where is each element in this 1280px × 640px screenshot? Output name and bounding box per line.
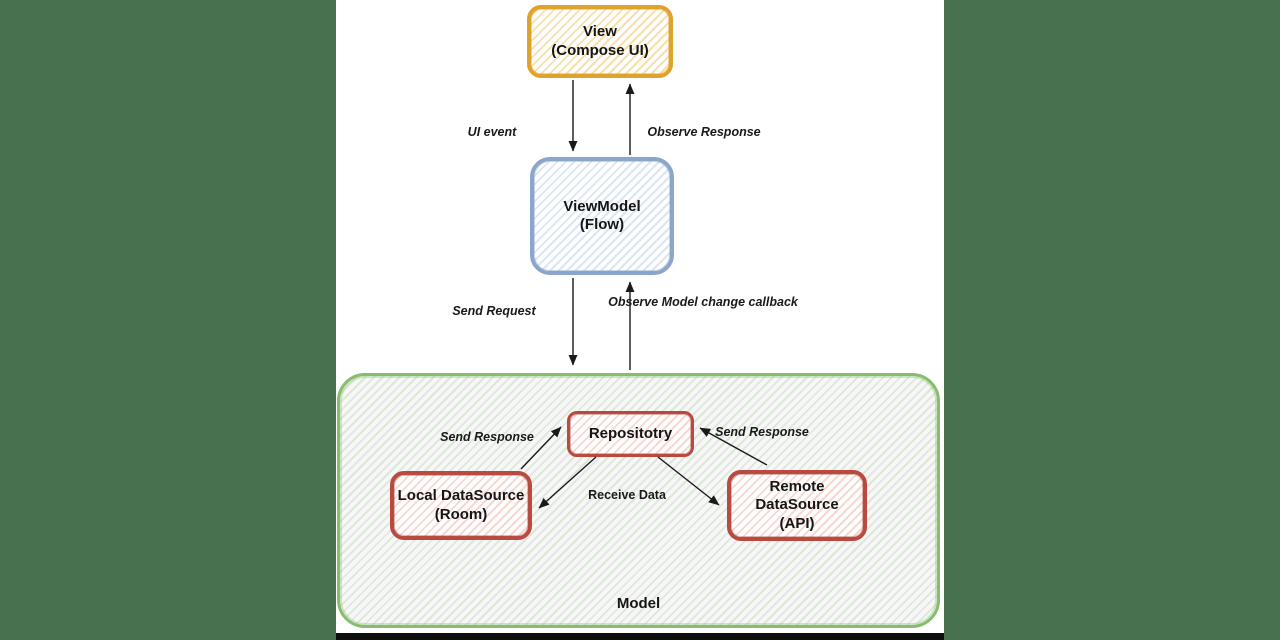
bottom-dark-strip bbox=[336, 633, 944, 640]
local-datasource-label-line1: Local DataSource bbox=[397, 487, 525, 505]
local-datasource-label-line2: (Room) bbox=[434, 505, 488, 523]
view-label-line1: View bbox=[583, 23, 617, 41]
model-label: Model bbox=[616, 595, 661, 612]
right-background-band bbox=[944, 0, 1280, 640]
viewmodel-box: ViewModel (Flow) bbox=[530, 157, 674, 275]
remote-datasource-label-line3: (API) bbox=[779, 514, 815, 532]
ui-event-label: UI event bbox=[467, 125, 517, 139]
view-box: View (Compose UI) bbox=[527, 5, 673, 78]
repository-box: Repositotry bbox=[567, 411, 694, 457]
left-background-band bbox=[0, 0, 336, 640]
remote-datasource-label-line1: Remote bbox=[769, 478, 825, 496]
observe-response-label: Observe Response bbox=[647, 125, 761, 139]
remote-datasource-label-line2: DataSource bbox=[755, 496, 839, 514]
repository-label: Repositotry bbox=[588, 424, 673, 442]
viewmodel-label-line2: (Flow) bbox=[579, 216, 625, 233]
send-request-label: Send Request bbox=[452, 304, 536, 318]
send-response-right-label: Send Response bbox=[715, 425, 809, 439]
observe-model-callback-label: Observe Model change callback bbox=[608, 294, 798, 310]
receive-data-label: Receive Data bbox=[588, 488, 666, 502]
view-label-line2: (Compose UI) bbox=[551, 41, 649, 59]
observe-model-callback-line2: change callback bbox=[701, 295, 798, 309]
viewmodel-label-line1: ViewModel bbox=[563, 197, 641, 215]
observe-model-callback-line1: Observe Model bbox=[608, 295, 698, 309]
send-response-left-label: Send Response bbox=[440, 430, 534, 444]
local-datasource-box: Local DataSource (Room) bbox=[390, 471, 532, 540]
remote-datasource-box: Remote DataSource (API) bbox=[727, 470, 867, 541]
